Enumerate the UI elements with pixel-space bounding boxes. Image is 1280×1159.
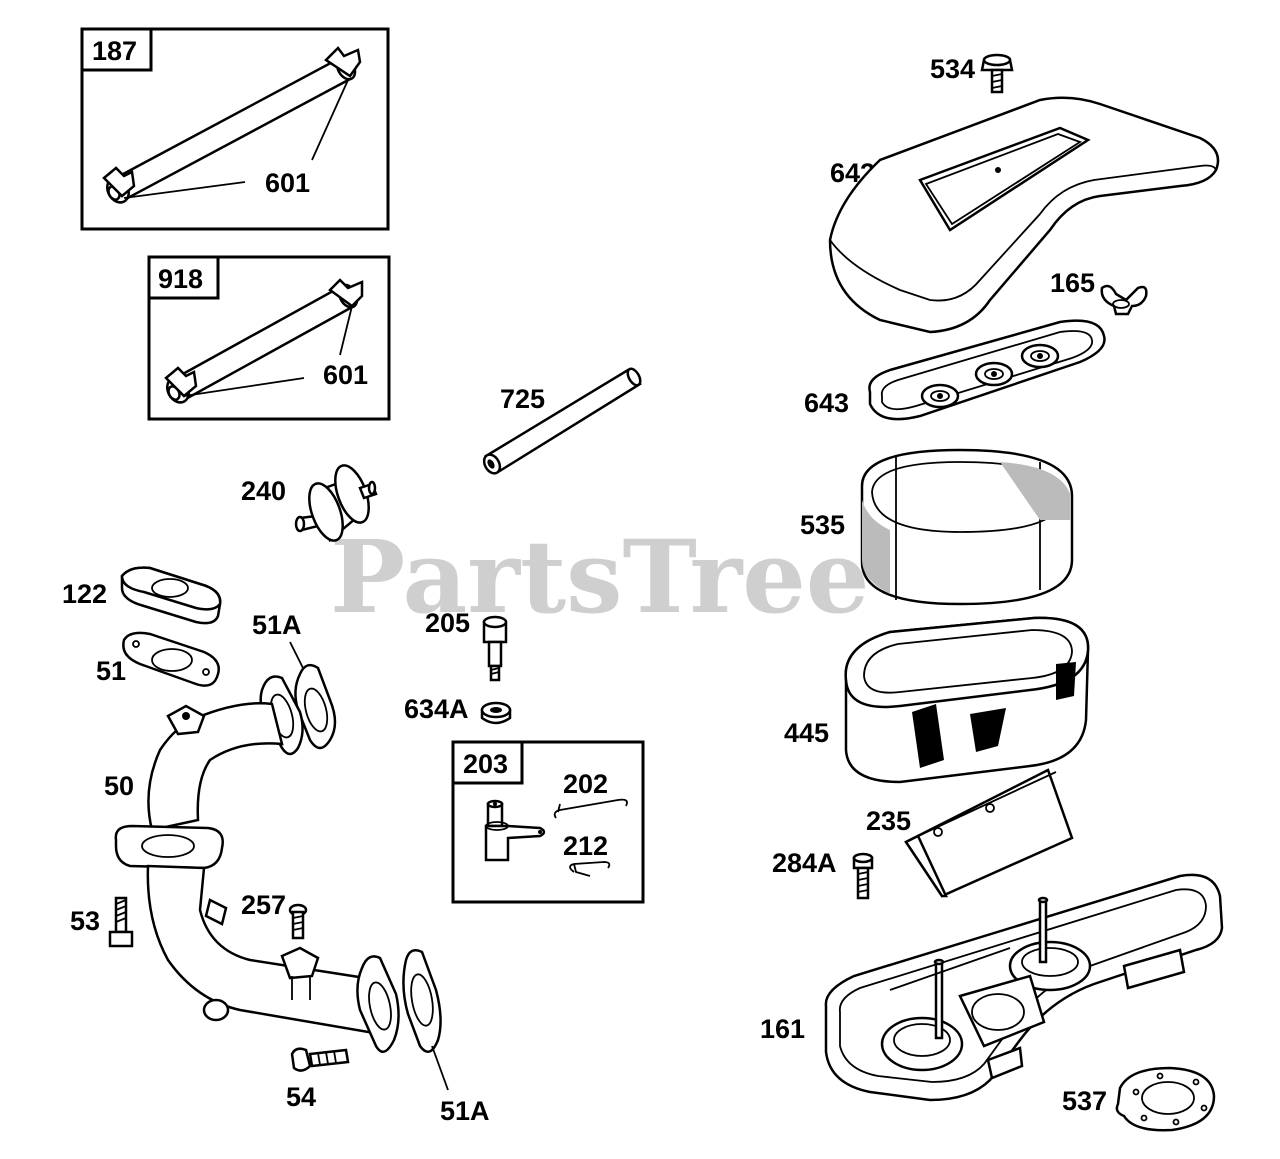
kit-187-part-label: 601	[265, 168, 310, 198]
exhaust-manifold-part	[114, 675, 400, 1053]
part-257-label: 257	[241, 890, 286, 920]
air-cleaner-base-part	[824, 873, 1224, 1102]
plate-part	[868, 319, 1106, 421]
part-161-label: 161	[760, 1014, 805, 1044]
part-240-label: 240	[241, 476, 286, 506]
part-284A-label: 284A	[772, 848, 837, 878]
spring-link-part	[569, 861, 611, 877]
kit-918-part-label: 601	[323, 360, 368, 390]
air-filter-part	[844, 616, 1090, 784]
tube-part	[482, 367, 642, 475]
screw-part	[288, 903, 308, 940]
part-537-label: 537	[1062, 1086, 1107, 1116]
part-643-label: 643	[804, 388, 849, 418]
part-53-label: 53	[70, 906, 100, 936]
air-cleaner-cover-part	[828, 96, 1220, 334]
shoulder-bolt-part	[482, 615, 508, 682]
lever-part	[484, 799, 546, 862]
fuel-filter-part	[294, 464, 378, 543]
gasket-part	[122, 631, 220, 687]
part-535-label: 535	[800, 510, 845, 540]
part-165-label: 165	[1050, 268, 1095, 298]
pre-cleaner-part	[860, 448, 1074, 606]
kit-203-part-label-212: 212	[563, 831, 608, 861]
hose-part	[102, 46, 362, 204]
part-51A-top-label: 51A	[252, 610, 302, 640]
part-634A-label: 634A	[404, 694, 469, 724]
part-51-label: 51	[96, 656, 126, 686]
part-205-label: 205	[425, 608, 470, 638]
wing-nut-part	[1100, 284, 1148, 316]
kit-203-box: 203 202 212	[451, 740, 645, 904]
bolt-part	[108, 896, 134, 948]
gasket-51A-top-part	[294, 663, 337, 750]
gasket-537-part	[1115, 1066, 1216, 1132]
bolt-part	[852, 852, 874, 900]
spacer-part	[120, 566, 222, 625]
gasket-51A-bottom-part	[402, 949, 442, 1053]
spring-link-part	[553, 798, 628, 819]
part-534-label: 534	[930, 54, 975, 84]
hose-part	[164, 278, 364, 404]
part-445-label: 445	[784, 718, 829, 748]
part-51A-bottom-label: 51A	[440, 1096, 490, 1126]
part-122-label: 122	[62, 579, 107, 609]
part-725-label: 725	[500, 384, 545, 414]
kit-187-label: 187	[92, 36, 137, 66]
kit-187-box: 187 601	[80, 27, 390, 231]
kit-203-label: 203	[463, 749, 508, 779]
kit-918-box: 918 601	[147, 255, 391, 421]
kit-203-part-label-202: 202	[563, 769, 608, 799]
screw-part	[980, 53, 1014, 94]
bracket-part	[904, 768, 1074, 898]
bolt-part	[290, 1047, 350, 1072]
part-235-label: 235	[866, 806, 911, 836]
watermark: PartsTree	[330, 518, 870, 636]
kit-918-label: 918	[158, 264, 203, 294]
part-54-label: 54	[286, 1082, 316, 1112]
part-50-label: 50	[104, 771, 134, 801]
washer-part	[480, 701, 512, 725]
